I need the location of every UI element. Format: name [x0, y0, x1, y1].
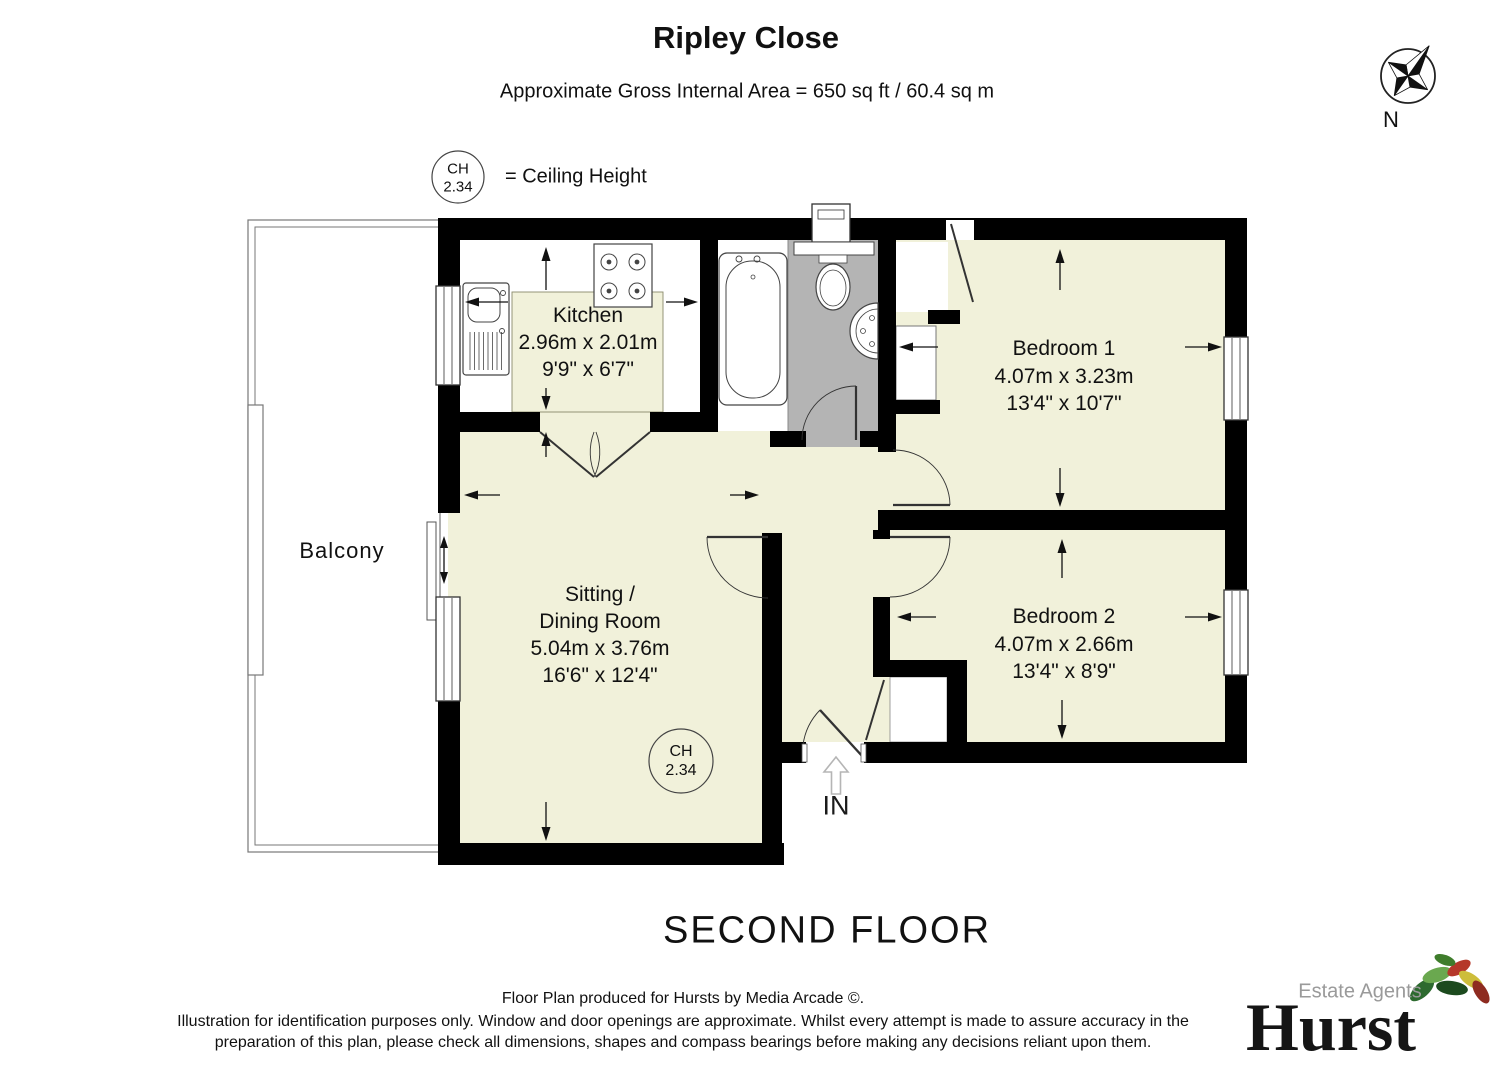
page-title: Ripley Close [652, 20, 840, 55]
sitting-name-line2: Dining Room [539, 610, 661, 633]
closet-door [950, 223, 974, 303]
sitting-room-door [706, 535, 769, 599]
legend-ch-value: 2.34 [443, 178, 473, 196]
entrance-in-arrow-icon [822, 755, 850, 795]
basin [849, 302, 879, 360]
kitchen-floor [511, 291, 664, 413]
footer-line1: Floor Plan produced for Hursts by Media … [501, 990, 865, 1007]
bedroom1-window [1223, 336, 1249, 421]
footer-line3: preparation of this plan, please check a… [214, 1034, 1152, 1051]
bathroom-door [801, 385, 858, 441]
bedroom1-imperial: 13'4" x 10'7" [1006, 392, 1122, 415]
kitchen-sink [462, 282, 510, 376]
sliding-door-panel [426, 521, 437, 621]
windows [426, 203, 1249, 702]
compass-icon [1380, 45, 1436, 104]
sitting-ceiling-height-circle [648, 728, 714, 794]
bedroom2-name: Bedroom 2 [1012, 605, 1116, 628]
logo-leaves-icon [1409, 953, 1490, 1004]
bedroom2-door [889, 535, 951, 598]
bedroom2-imperial: 13'4" x 8'9" [1012, 660, 1116, 683]
toilet [793, 241, 875, 311]
sitting-imperial: 16'6" x 12'4" [542, 664, 658, 687]
bedroom2-window [1223, 589, 1249, 676]
front-door [801, 709, 867, 763]
bathroom-window [811, 203, 851, 243]
kitchen-metric: 2.96m x 2.01m [518, 331, 658, 354]
hob [593, 243, 653, 308]
logo-tagline: Estate Agents [1298, 980, 1422, 1003]
closet-wall-notch [946, 220, 974, 240]
bathtub [718, 252, 788, 406]
bedroom2-metric: 4.07m x 2.66m [994, 633, 1134, 656]
legend-ch-abbr: CH [447, 160, 469, 178]
doors [539, 223, 974, 763]
bedroom1-metric: 4.07m x 3.23m [994, 365, 1134, 388]
kitchen-imperial: 9'9" x 6'7" [542, 358, 634, 381]
dimension-arrows [440, 247, 1222, 841]
kitchen-double-door [539, 431, 651, 478]
balcony-name: Balcony [299, 538, 385, 563]
sitting-window [435, 596, 461, 702]
balcony-screen [247, 404, 264, 676]
walls [438, 218, 1247, 865]
bedroom1-name: Bedroom 1 [1012, 337, 1116, 360]
sitting-ch-value: 2.34 [665, 762, 697, 779]
wardrobe-recess [895, 325, 937, 401]
bedroom1-door [892, 449, 951, 507]
legend-label: = Ceiling Height [505, 165, 647, 188]
page-subtitle: Approximate Gross Internal Area = 650 sq… [499, 80, 995, 103]
logo-name: Hurst [1246, 989, 1416, 1065]
ceiling-height-legend-circle [431, 150, 485, 204]
kitchen-name: Kitchen [552, 304, 624, 327]
sitting-name-line1: Sitting / [564, 583, 636, 606]
balcony-outline [247, 219, 441, 853]
cupboard-door [865, 679, 885, 741]
sitting-ch-abbr: CH [669, 743, 693, 760]
kitchen-window [435, 285, 461, 386]
sitting-metric: 5.04m x 3.76m [530, 637, 670, 660]
compass-north-label: N [1383, 107, 1399, 132]
fixtures [462, 241, 879, 406]
floor-level-label: SECOND FLOOR [662, 909, 992, 952]
cupboard-floor [889, 676, 948, 743]
entrance-in-label: IN [822, 790, 850, 821]
closet-floor [896, 242, 948, 312]
footer-line2: Illustration for identification purposes… [177, 1013, 1189, 1030]
